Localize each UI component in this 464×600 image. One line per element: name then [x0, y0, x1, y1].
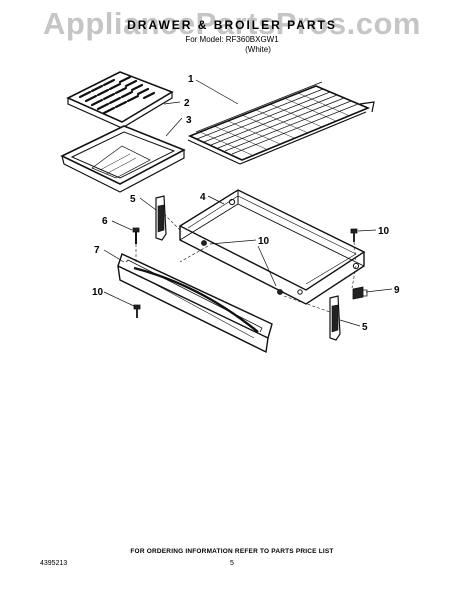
model-label: For Model: RF360BXGW1 — [185, 35, 279, 44]
callout-10-left: 10 — [92, 287, 104, 298]
callout-10-top: 10 — [378, 226, 390, 237]
callout-4: 4 — [200, 192, 206, 203]
callout-labels: 1 2 3 4 5 6 7 10 10 10 9 5 — [92, 74, 400, 333]
drawer-front-panel-part — [117, 253, 273, 354]
callout-7: 7 — [94, 245, 100, 256]
clip-part-9 — [352, 286, 368, 300]
screw-part-10-top — [350, 228, 358, 242]
page-title: DRAWER & BROILER PARTS — [127, 18, 337, 32]
callout-1: 1 — [188, 74, 194, 85]
drawer-body-part — [178, 189, 366, 305]
model-info: For Model: RF360BXGW1 (White) — [0, 35, 464, 55]
document-number: 4395213 — [40, 560, 68, 567]
callout-leader-lines — [103, 79, 393, 327]
oven-rack-part — [187, 81, 375, 165]
callout-6: 6 — [102, 216, 108, 227]
watermark-text: AppliancePartsPros.com — [43, 6, 421, 41]
broiler-grid-part — [66, 71, 174, 129]
screw-part-6 — [132, 227, 140, 244]
callout-5-right: 5 — [362, 322, 368, 333]
callout-10-drawer: 10 — [258, 236, 270, 247]
model-variant: (White) — [245, 45, 271, 54]
screw-part-10-left — [133, 304, 141, 318]
broiler-pan-part — [60, 125, 186, 193]
callout-9: 9 — [394, 285, 400, 296]
ordering-info-note: FOR ORDERING INFORMATION REFER TO PARTS … — [130, 548, 334, 555]
drawer-glide-right-part — [329, 295, 341, 341]
screw-part-10-drawer — [201, 240, 283, 295]
callout-5-left: 5 — [130, 194, 136, 205]
page-number: 5 — [230, 560, 234, 567]
assembly-guide-lines — [135, 213, 357, 313]
callout-3: 3 — [186, 115, 192, 126]
drawer-glide-left-part — [155, 195, 167, 241]
callout-2: 2 — [184, 98, 190, 109]
